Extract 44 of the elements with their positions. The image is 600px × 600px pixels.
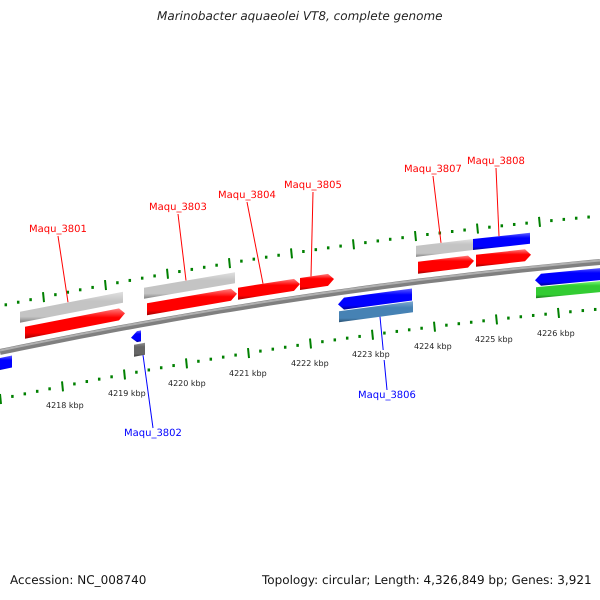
gene-label: Maqu_3805 <box>284 180 342 192</box>
genome-info-text: Topology: circular; Length: 4,326,849 bp; Genes: 3,921 <box>262 574 592 588</box>
pointed-gene-block <box>535 268 600 286</box>
leader-line <box>432 176 442 244</box>
pointed-gene-block <box>418 256 474 274</box>
scale-label: 4226 kbp <box>537 328 575 338</box>
gene-bar <box>0 356 12 372</box>
title: Marinobacter aquaeolei VT8, complete genome <box>157 10 443 24</box>
gene-bar <box>473 232 530 250</box>
gene-label: Maqu_3808 <box>467 156 525 168</box>
pointed-gene-block <box>147 288 237 316</box>
gene-label: Maqu_3801 <box>29 224 87 236</box>
leader-line <box>496 168 500 237</box>
pointed-gene-block <box>25 308 125 339</box>
scale-label: 4220 kbp <box>168 378 206 388</box>
scale-label: 4225 kbp <box>475 335 513 344</box>
scale-label: 4218 kbp <box>46 401 84 410</box>
gene-bar <box>134 342 145 357</box>
gene-label: Maqu_3806 <box>358 390 416 402</box>
gene-label: Maqu_3807 <box>404 164 462 176</box>
pointed-gene-block <box>338 288 412 310</box>
scale-label: 4222 kbp <box>291 359 329 368</box>
leader-line <box>178 214 186 281</box>
gene-bar <box>144 272 235 299</box>
gene-bar <box>20 292 123 323</box>
leader-line <box>310 192 314 277</box>
leader-line <box>246 202 264 284</box>
gene-label: Maqu_3804 <box>218 190 276 202</box>
scale-label: 4219 kbp <box>108 389 146 399</box>
scale-label: 4223 kbp <box>352 350 390 360</box>
scale-label: 4224 kbp <box>414 342 452 352</box>
gene-label: Maqu_3802 <box>124 428 182 440</box>
pointed-gene-block <box>300 274 334 290</box>
pointed-gene-block <box>476 249 531 267</box>
leader-line <box>380 316 388 390</box>
scale-label: 4221 kbp <box>229 368 267 378</box>
gene-bar <box>339 301 413 322</box>
gene-bar <box>416 239 473 257</box>
gene-bar <box>536 280 600 298</box>
pointed-gene-block <box>131 330 141 342</box>
gene-label: Maqu_3803 <box>149 202 207 214</box>
leader-line <box>58 236 68 303</box>
leader-line <box>142 354 154 428</box>
accession-text: Accession: NC_008740 <box>10 574 146 588</box>
